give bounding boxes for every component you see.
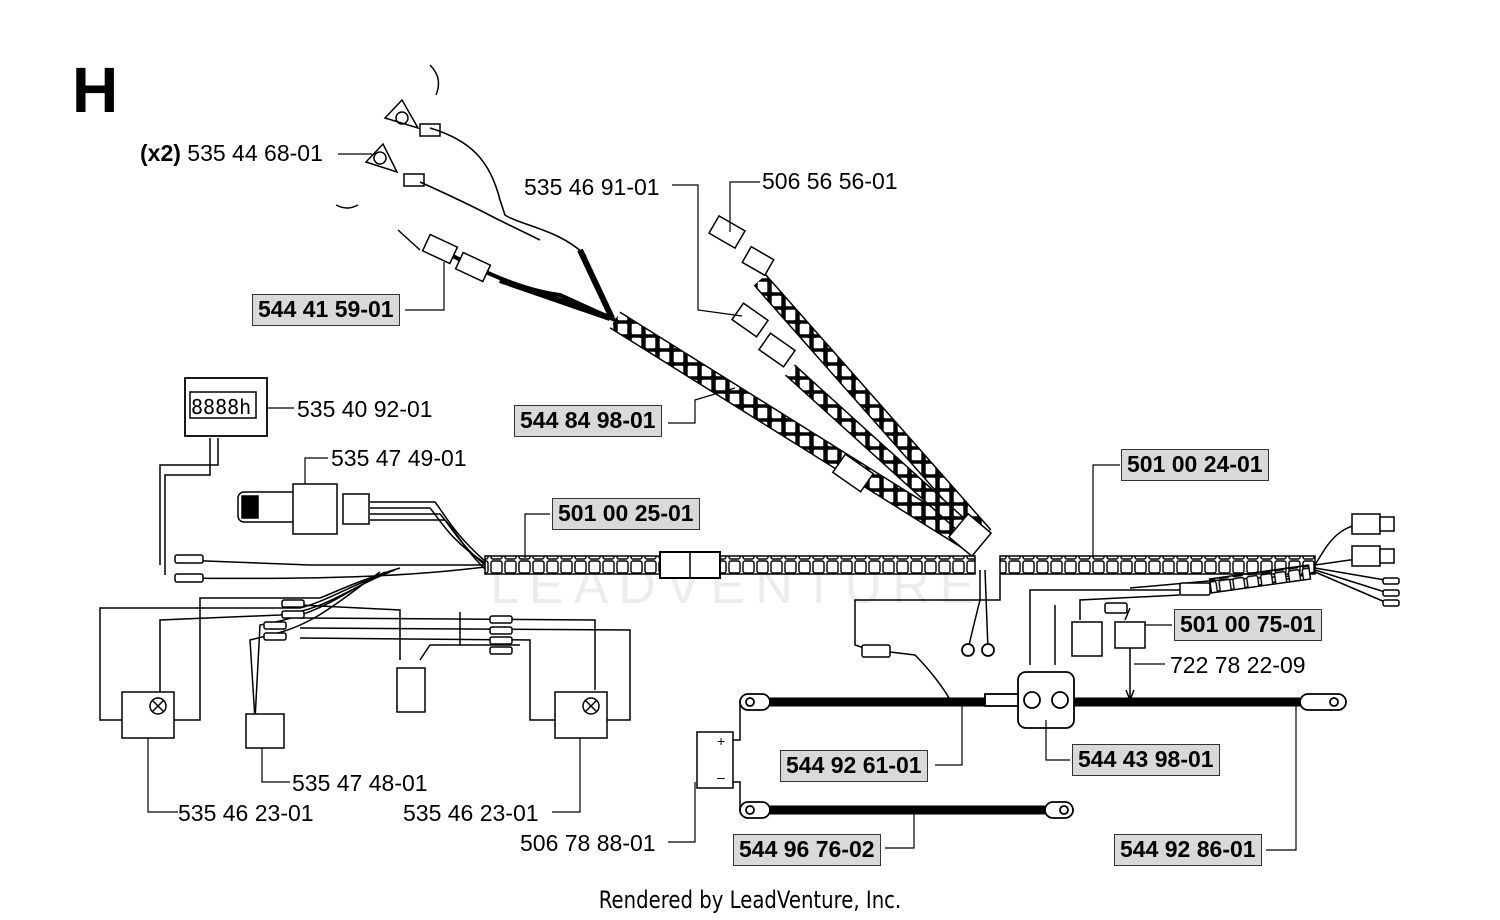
headlight-harness [419,127,616,322]
svg-text:–: – [717,769,725,785]
connector-icon [174,513,1400,658]
connector-icon [397,229,492,283]
part-label-535-47-49-01[interactable]: 535 47 49-01 [331,445,467,471]
part-callout-544-92-61-01[interactable]: 544 92 61-01 [780,750,928,782]
part-callout-544-84-98-01[interactable]: 544 84 98-01 [514,405,662,437]
part-label-535-46-91-01[interactable]: 535 46 91-01 [524,174,660,200]
hour-meter-icon [184,377,268,437]
part-label-506-56-56-01[interactable]: 506 56 56-01 [762,168,898,194]
ring-terminal-icon [739,643,1347,819]
connector-icon [707,214,993,558]
part-label-506-78-88-01[interactable]: 506 78 88-01 [520,830,656,856]
part-number: 535 44 68-01 [187,140,323,166]
starter-solenoid-icon [984,671,1075,729]
part-label-535-47-48-01[interactable]: 535 47 48-01 [292,770,428,796]
ignition-switch-icon [237,483,370,535]
section-letter: H [72,54,119,126]
leader-lines [147,153,1297,851]
part-callout-501-00-75-01[interactable]: 501 00 75-01 [1174,609,1322,641]
seat-switch-icon [121,667,608,749]
part-label-535-46-23-01[interactable]: 535 46 23-01 [178,800,314,826]
relay-icon [1071,621,1146,701]
part-label-722-78-22-09[interactable]: 722 78 22-09 [1170,652,1306,678]
part-callout-544-92-86-01[interactable]: 544 92 86-01 [1114,834,1262,866]
battery-icon: + – [696,702,741,810]
part-callout-544-41-59-01[interactable]: 544 41 59-01 [252,294,400,326]
part-callout-544-43-98-01[interactable]: 544 43 98-01 [1072,744,1220,776]
part-callout-544-96-76-02[interactable]: 544 96 76-02 [733,834,881,866]
part-label-535-44-68-01[interactable]: (x2) 535 44 68-01 [140,142,323,165]
headlight-bulb-icon [335,64,441,209]
part-label-535-40-92-01[interactable]: 535 40 92-01 [297,396,433,422]
part-label-535-46-23-01-b[interactable]: 535 46 23-01 [403,800,539,826]
diagonal-loom [609,274,992,554]
svg-text:+: + [717,733,725,749]
quantity-label: (x2) [140,140,181,166]
main-loom [484,551,1316,579]
part-callout-501-00-24-01[interactable]: 501 00 24-01 [1121,449,1269,481]
wires [99,438,1386,721]
footer-credit: Rendered by LeadVenture, Inc. [598,886,902,914]
part-callout-501-00-25-01[interactable]: 501 00 25-01 [552,498,700,530]
battery-cable [770,697,1300,815]
hour-meter-display: 8888h [191,395,251,419]
